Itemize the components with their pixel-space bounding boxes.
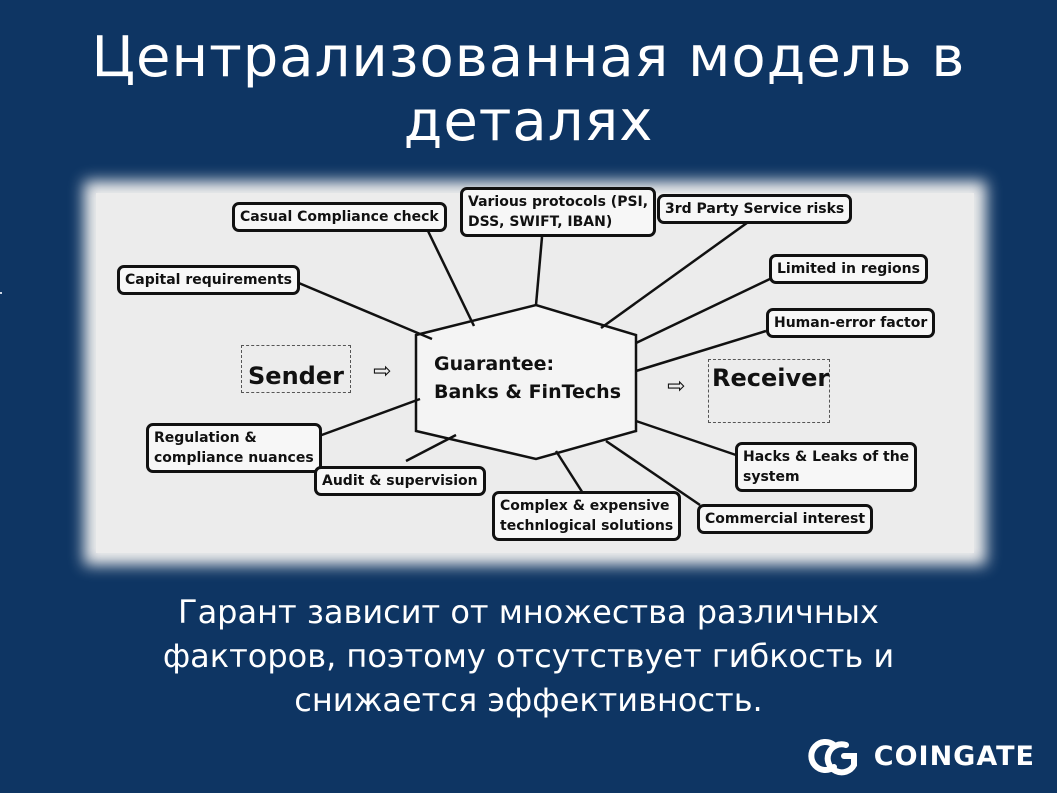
title-line-2: деталях [403,89,654,154]
title-line-1: Централизованная модель в [91,25,966,90]
caption-line-3: снижается эффективность. [294,681,763,719]
factor-hacks-line-2: system [743,469,800,485]
factor-protocols: Various protocols (PSI, DSS, SWIFT, IBAN… [460,187,657,237]
factor-audit: Audit & supervision [314,466,486,496]
factor-complex-line-2: technlogical solutions [500,518,674,534]
factor-hacks: Hacks & Leaks of the system [735,442,918,492]
sender-frame [241,345,351,393]
coingate-logo: COINGATE [804,735,1035,777]
factor-protocols-line-1: Various protocols (PSI, [468,194,649,210]
receiver-frame [708,359,830,423]
edge-mark [0,292,2,294]
factor-capital: Capital requirements [117,265,301,295]
diagram: Casual Compliance check Various protocol… [96,187,974,553]
spoke-regulation [307,397,421,442]
slide-caption: Гарант зависит от множества различных фа… [0,590,1057,722]
factor-limited-regions: Limited in regions [769,254,928,284]
connector-lines [293,218,773,507]
factor-regulation-line-2: compliance nuances [154,450,314,466]
hub-line-1: Guarantee: [434,353,555,375]
spoke-hacks [635,419,737,457]
spoke-human-error [635,329,767,373]
hub-label: Guarantee: Banks & FinTechs [434,350,621,406]
factor-protocols-line-2: DSS, SWIFT, IBAN) [468,214,613,230]
factor-human-error: Human-error factor [766,308,936,338]
spoke-commercial [605,439,701,507]
arrow-right-icon: ⇨ [373,359,392,384]
factor-regulation-line-1: Regulation & [154,430,257,446]
factor-hacks-line-1: Hacks & Leaks of the [743,449,910,465]
spoke-limited-regions [635,276,773,345]
spoke-capital [293,279,433,341]
factor-casual-compliance: Casual Compliance check [232,202,447,232]
coingate-logo-icon [808,739,857,776]
caption-line-1: Гарант зависит от множества различных [178,593,879,631]
factor-complex-line-1: Complex & expensive [500,498,670,514]
spoke-protocols [534,236,544,306]
logo-text: COINGATE [873,740,1035,772]
arrow-right-icon: ⇨ [667,374,686,399]
hub-line-2: Banks & FinTechs [434,381,622,403]
factor-third-party: 3rd Party Service risks [657,194,853,224]
receiver-label: Receiver [712,364,830,392]
factor-commercial: Commercial interest [697,504,874,534]
spoke-complex [554,450,588,499]
spoke-casual-compliance [426,230,476,327]
slide-title: Централизованная модель в деталях [0,26,1057,154]
spoke-audit [405,433,457,463]
caption-line-2: факторов, поэтому отсутствует гибкость и [162,637,895,675]
spoke-third-party [600,218,752,330]
factor-regulation: Regulation & compliance nuances [146,423,322,473]
sender-label: Sender [248,362,344,390]
factor-complex: Complex & expensive technlogical solutio… [492,491,682,541]
